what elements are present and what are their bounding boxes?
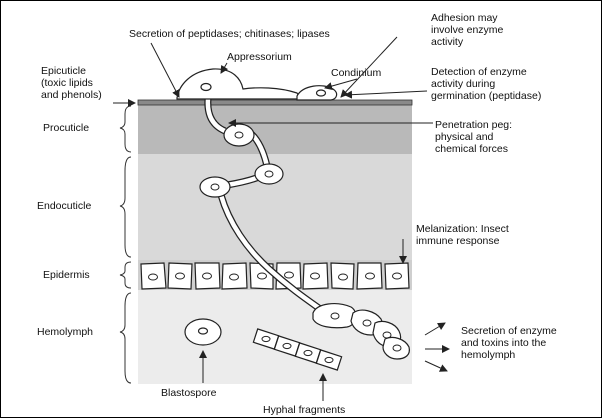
label-melanization: Melanization: Insect immune response [416, 223, 509, 247]
conidium [297, 86, 337, 100]
arrow-secretion-top [151, 43, 179, 97]
epidermis-cell [195, 263, 220, 289]
label-penetration-peg: Penetration peg: physical and chemical f… [435, 119, 512, 155]
label-conidium: Condinium [331, 67, 381, 79]
label-detection-enzyme: Detection of enzyme activity during germ… [431, 66, 541, 102]
appressorium [177, 69, 301, 99]
epidermis-cell [168, 263, 192, 289]
epidermis-cell [331, 263, 354, 289]
label-hemolymph: Hemolymph [37, 326, 93, 338]
label-epicuticle: Epicuticle (toxic lipids and phenols) [41, 65, 102, 101]
epidermis-cell [303, 263, 328, 289]
epidermis-cell [357, 263, 382, 289]
epidermis-cell [222, 263, 247, 289]
arrow-detection [345, 91, 427, 95]
label-secretion-peptidases: Secretion of peptidases; chitinases; lip… [129, 28, 330, 40]
label-epidermis: Epidermis [43, 269, 90, 281]
label-secretion-enzyme-toxins: Secretion of enzyme and toxins into the … [461, 325, 557, 361]
layer-braces [120, 106, 131, 383]
blastospore [185, 319, 221, 345]
procuticle-layer [138, 104, 412, 154]
epicuticle-layer [138, 100, 412, 105]
epidermis-cell [385, 263, 409, 289]
arrow-secretion-out-1 [425, 323, 445, 335]
label-endocuticle: Endocuticle [37, 200, 91, 212]
arrow-secretion-out-3 [425, 361, 447, 371]
label-adhesion: Adhesion may involve enzyme activity [431, 12, 503, 48]
label-blastospore: Blastospore [161, 387, 216, 399]
epidermis-cell [141, 263, 166, 289]
label-hyphal-fragments: Hyphal fragments [263, 404, 345, 416]
label-procuticle: Procuticle [43, 122, 89, 134]
label-appressorium: Appressorium [227, 51, 292, 63]
arrow-conidium [325, 79, 357, 88]
